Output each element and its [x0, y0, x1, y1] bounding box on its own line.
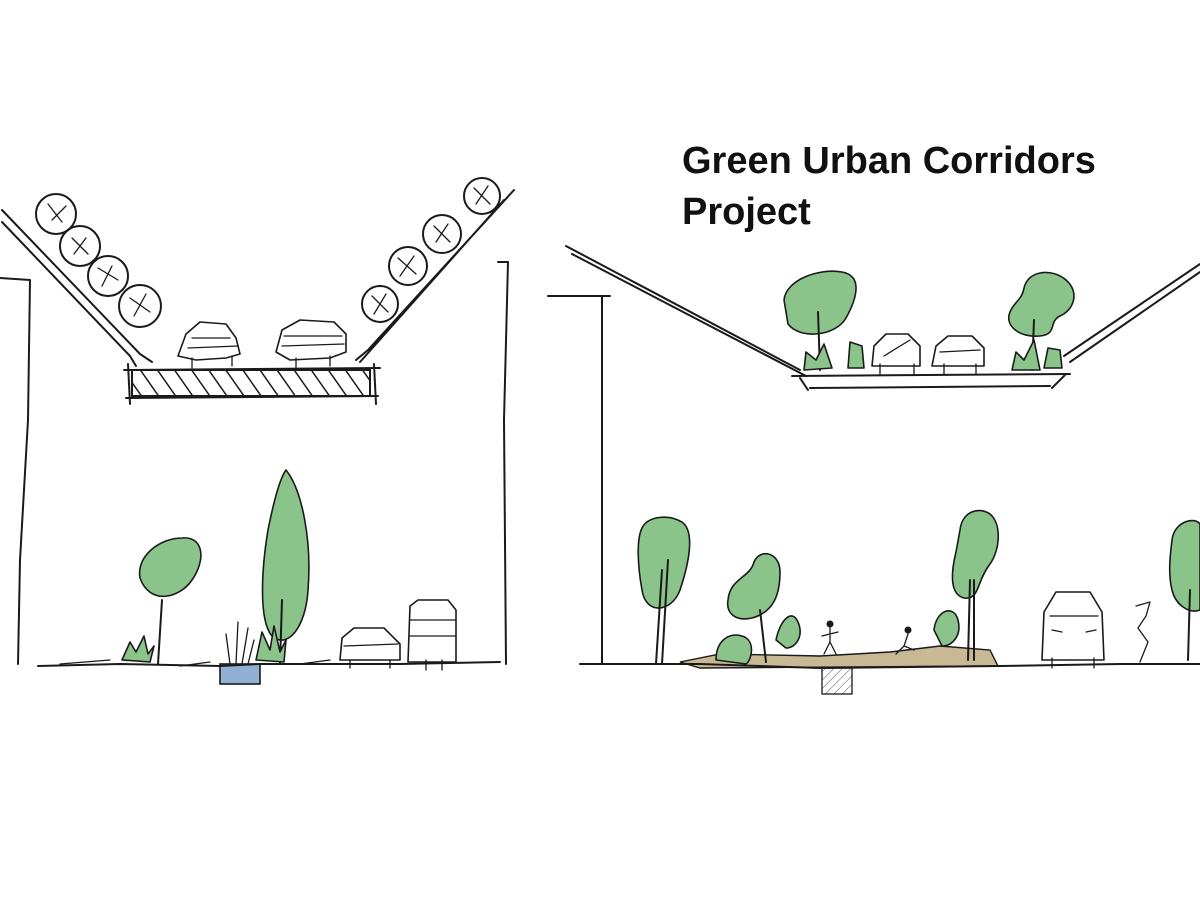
proposed-wall [547, 295, 611, 665]
water-basin [219, 663, 261, 685]
deck-car-proposed-left [871, 333, 921, 375]
proposed-shrub [715, 634, 753, 665]
left-ramp [1, 209, 153, 367]
proposed-right-ramp [1063, 263, 1200, 363]
left-wall [0, 277, 31, 665]
title-line-2: Project [682, 191, 811, 233]
proposed-shrub [933, 610, 960, 647]
project-title: Green Urban Corridors Project [682, 136, 1182, 238]
slope-shrubs-right [361, 177, 501, 323]
proposed-section-sketch [547, 245, 1200, 695]
ground-line-existing [37, 661, 501, 667]
proposed-sign [1135, 601, 1151, 663]
proposed-tree-2 [726, 552, 781, 663]
deck-car-left [177, 321, 241, 369]
deck-car-proposed-right [931, 335, 985, 375]
drain-box [821, 667, 853, 695]
existing-section-sketch [0, 177, 515, 685]
proposed-tree-3 [951, 509, 1000, 661]
grass-clump [121, 635, 155, 663]
deck-planting [1043, 347, 1063, 369]
proposed-ground-car [1041, 591, 1105, 669]
right-wall [497, 261, 509, 665]
right-ramp [355, 189, 515, 363]
deck-planting [847, 341, 865, 369]
reeds [225, 621, 255, 665]
proposed-shrub [775, 615, 801, 649]
person-sitting [895, 626, 915, 655]
grass-clump [255, 625, 287, 663]
ground-van [407, 599, 457, 671]
deck-planting [803, 343, 833, 371]
existing-round-tree [138, 537, 202, 665]
ground-line-proposed [579, 663, 1200, 669]
deck-planting [1011, 339, 1041, 371]
road-deck [131, 369, 371, 397]
proposed-deck [791, 373, 1071, 391]
proposed-tree-4 [1168, 519, 1200, 661]
proposed-left-ramp [565, 245, 807, 377]
deck-edge [123, 363, 381, 405]
title-line-1: Green Urban Corridors [682, 140, 1096, 182]
deck-car-right [275, 319, 347, 369]
person-walking [821, 620, 839, 655]
slope-shrubs-left [35, 193, 162, 328]
ground-car [339, 627, 401, 669]
existing-tall-tree [261, 469, 310, 665]
proposed-tree-1 [637, 516, 691, 665]
